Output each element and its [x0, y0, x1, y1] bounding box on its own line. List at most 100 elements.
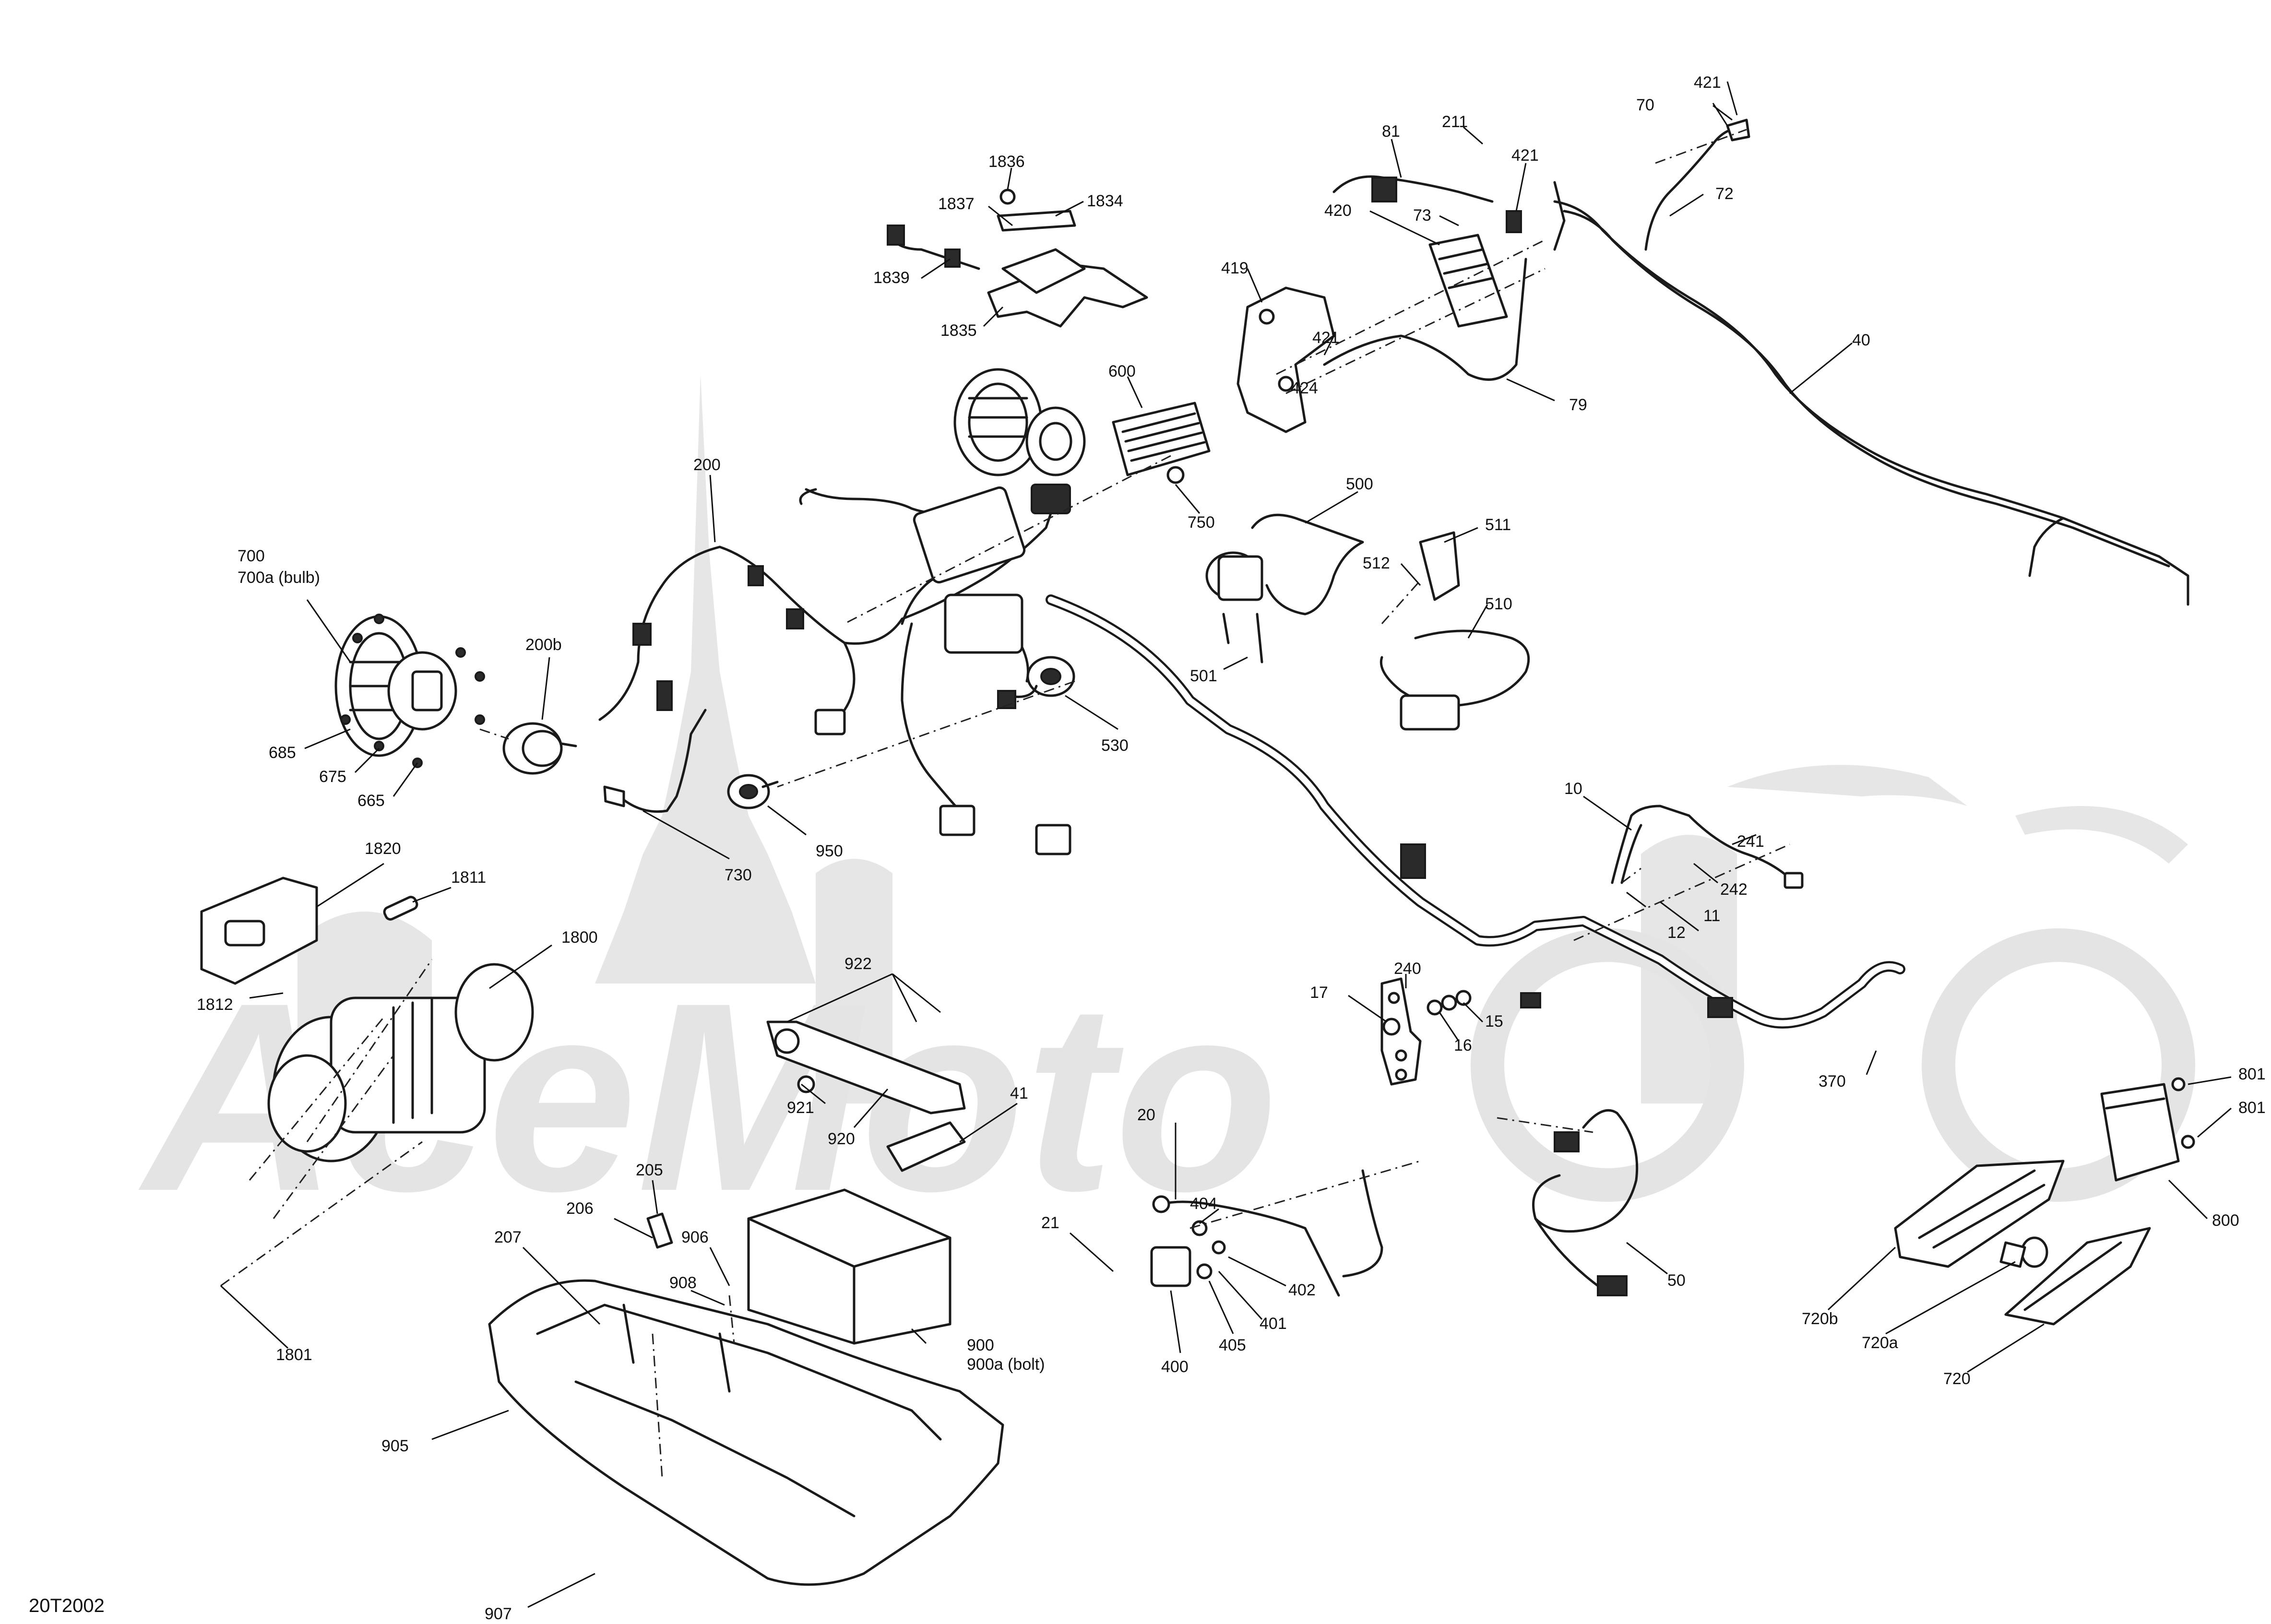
- label-421-top: 421: [1694, 73, 1721, 92]
- label-70: 70: [1636, 96, 1654, 114]
- label-11: 11: [1703, 907, 1720, 925]
- label-1820: 1820: [365, 840, 401, 858]
- label-242: 242: [1720, 880, 1748, 899]
- callout-labels: 1836 1834 1837 1839 1835 81 211 421 421 …: [197, 73, 2266, 1623]
- label-512: 512: [1363, 554, 1390, 572]
- label-908: 908: [669, 1274, 697, 1292]
- label-907: 907: [485, 1605, 512, 1623]
- parts-15-16-17-hardware: [1382, 990, 1472, 1036]
- label-922: 922: [844, 955, 872, 973]
- part-240-bracket: [1380, 977, 1422, 1086]
- label-1836: 1836: [988, 153, 1025, 171]
- part-1811-pin: [383, 896, 418, 921]
- label-50: 50: [1667, 1271, 1686, 1290]
- label-421-mid: 421: [1511, 146, 1539, 165]
- label-420: 420: [1324, 202, 1352, 220]
- watermark-wheel-right: [1922, 928, 2195, 1202]
- part-720a-bulb: [1999, 1236, 2048, 1268]
- part-720-lens: [2004, 1227, 2151, 1326]
- label-12: 12: [1667, 924, 1686, 942]
- label-675: 675: [319, 768, 346, 786]
- label-419: 419: [1221, 259, 1248, 277]
- label-206: 206: [566, 1199, 594, 1218]
- part-530-switch: [997, 656, 1075, 709]
- label-16: 16: [1454, 1036, 1472, 1055]
- assembly-lines: [220, 129, 1790, 1478]
- label-720b: 720b: [1802, 1310, 1838, 1328]
- label-40: 40: [1852, 331, 1870, 349]
- watermark-motorbike: [1727, 765, 2188, 864]
- part-1820-fairlead: [200, 877, 318, 985]
- label-404: 404: [1190, 1195, 1217, 1213]
- part-419-bracket: [1237, 286, 1335, 433]
- label-200: 200: [693, 456, 721, 474]
- part-1835-bracket: [887, 189, 1148, 328]
- part-920-bracket: [766, 1020, 966, 1172]
- label-401: 401: [1260, 1315, 1287, 1333]
- part-500-switch: [1205, 513, 1364, 664]
- label-801-bottom: 801: [2238, 1099, 2266, 1117]
- label-402: 402: [1288, 1281, 1316, 1299]
- label-421-low: 421: [1312, 329, 1340, 347]
- part-1800-winch: [267, 963, 534, 1162]
- part-800-module: [2100, 1077, 2195, 1182]
- label-405: 405: [1219, 1336, 1246, 1354]
- label-1839: 1839: [873, 269, 910, 287]
- part-50-cable: [1532, 1109, 1639, 1296]
- part-730-cable: [603, 709, 707, 813]
- label-905: 905: [381, 1437, 409, 1455]
- label-81: 81: [1382, 122, 1400, 141]
- label-241: 241: [1737, 832, 1764, 851]
- label-79: 79: [1569, 396, 1587, 414]
- part-600-module: [1112, 402, 1211, 484]
- label-700: 700: [238, 547, 265, 565]
- part-400-starter-relay: [1150, 1220, 1226, 1287]
- label-424: 424: [1291, 379, 1318, 397]
- part-700-headlight: [334, 614, 485, 768]
- label-510: 510: [1485, 595, 1512, 613]
- diagram-code: 20T2002: [29, 1595, 105, 1616]
- label-720a: 720a: [1862, 1334, 1898, 1352]
- label-730: 730: [725, 866, 752, 884]
- part-79-cable: [1323, 258, 1527, 381]
- label-1812: 1812: [197, 996, 233, 1014]
- part-950-ignition-switch: [727, 774, 779, 809]
- label-600: 600: [1108, 362, 1136, 380]
- part-20-cable: [1152, 1169, 1383, 1297]
- label-950: 950: [816, 842, 843, 860]
- label-207: 207: [494, 1228, 522, 1246]
- part-720b-taillight: [1894, 1160, 2065, 1268]
- label-900: 900: [967, 1336, 994, 1354]
- label-1801: 1801: [276, 1346, 312, 1364]
- part-510-sensor: [1379, 531, 1530, 731]
- label-500: 500: [1346, 475, 1373, 493]
- label-41: 41: [1010, 1084, 1028, 1102]
- label-511: 511: [1485, 516, 1511, 534]
- label-501: 501: [1190, 667, 1217, 685]
- label-1835: 1835: [940, 321, 977, 340]
- label-211: 211: [1442, 113, 1468, 131]
- label-1800: 1800: [561, 928, 598, 947]
- watermark-wheel-left: [1471, 928, 1744, 1202]
- label-73: 73: [1413, 206, 1431, 225]
- part-81-relay: [1332, 175, 1522, 233]
- headlight-assembly-upper: [953, 368, 1086, 476]
- label-1837: 1837: [938, 195, 975, 213]
- label-921: 921: [787, 1099, 814, 1117]
- label-20: 20: [1137, 1106, 1155, 1124]
- label-370: 370: [1819, 1072, 1846, 1091]
- label-72: 72: [1715, 185, 1734, 203]
- label-10: 10: [1564, 780, 1582, 798]
- label-17: 17: [1310, 984, 1328, 1002]
- label-530: 530: [1101, 736, 1129, 755]
- part-420-ecu: [1428, 234, 1508, 328]
- label-400: 400: [1161, 1358, 1189, 1376]
- watermark-spire: [595, 374, 816, 984]
- part-200b-cap: [502, 722, 577, 775]
- label-21: 21: [1041, 1214, 1059, 1232]
- main-harness-200: [598, 484, 1905, 1029]
- label-700a: 700a (bulb): [238, 569, 320, 587]
- label-200b: 200b: [525, 636, 562, 654]
